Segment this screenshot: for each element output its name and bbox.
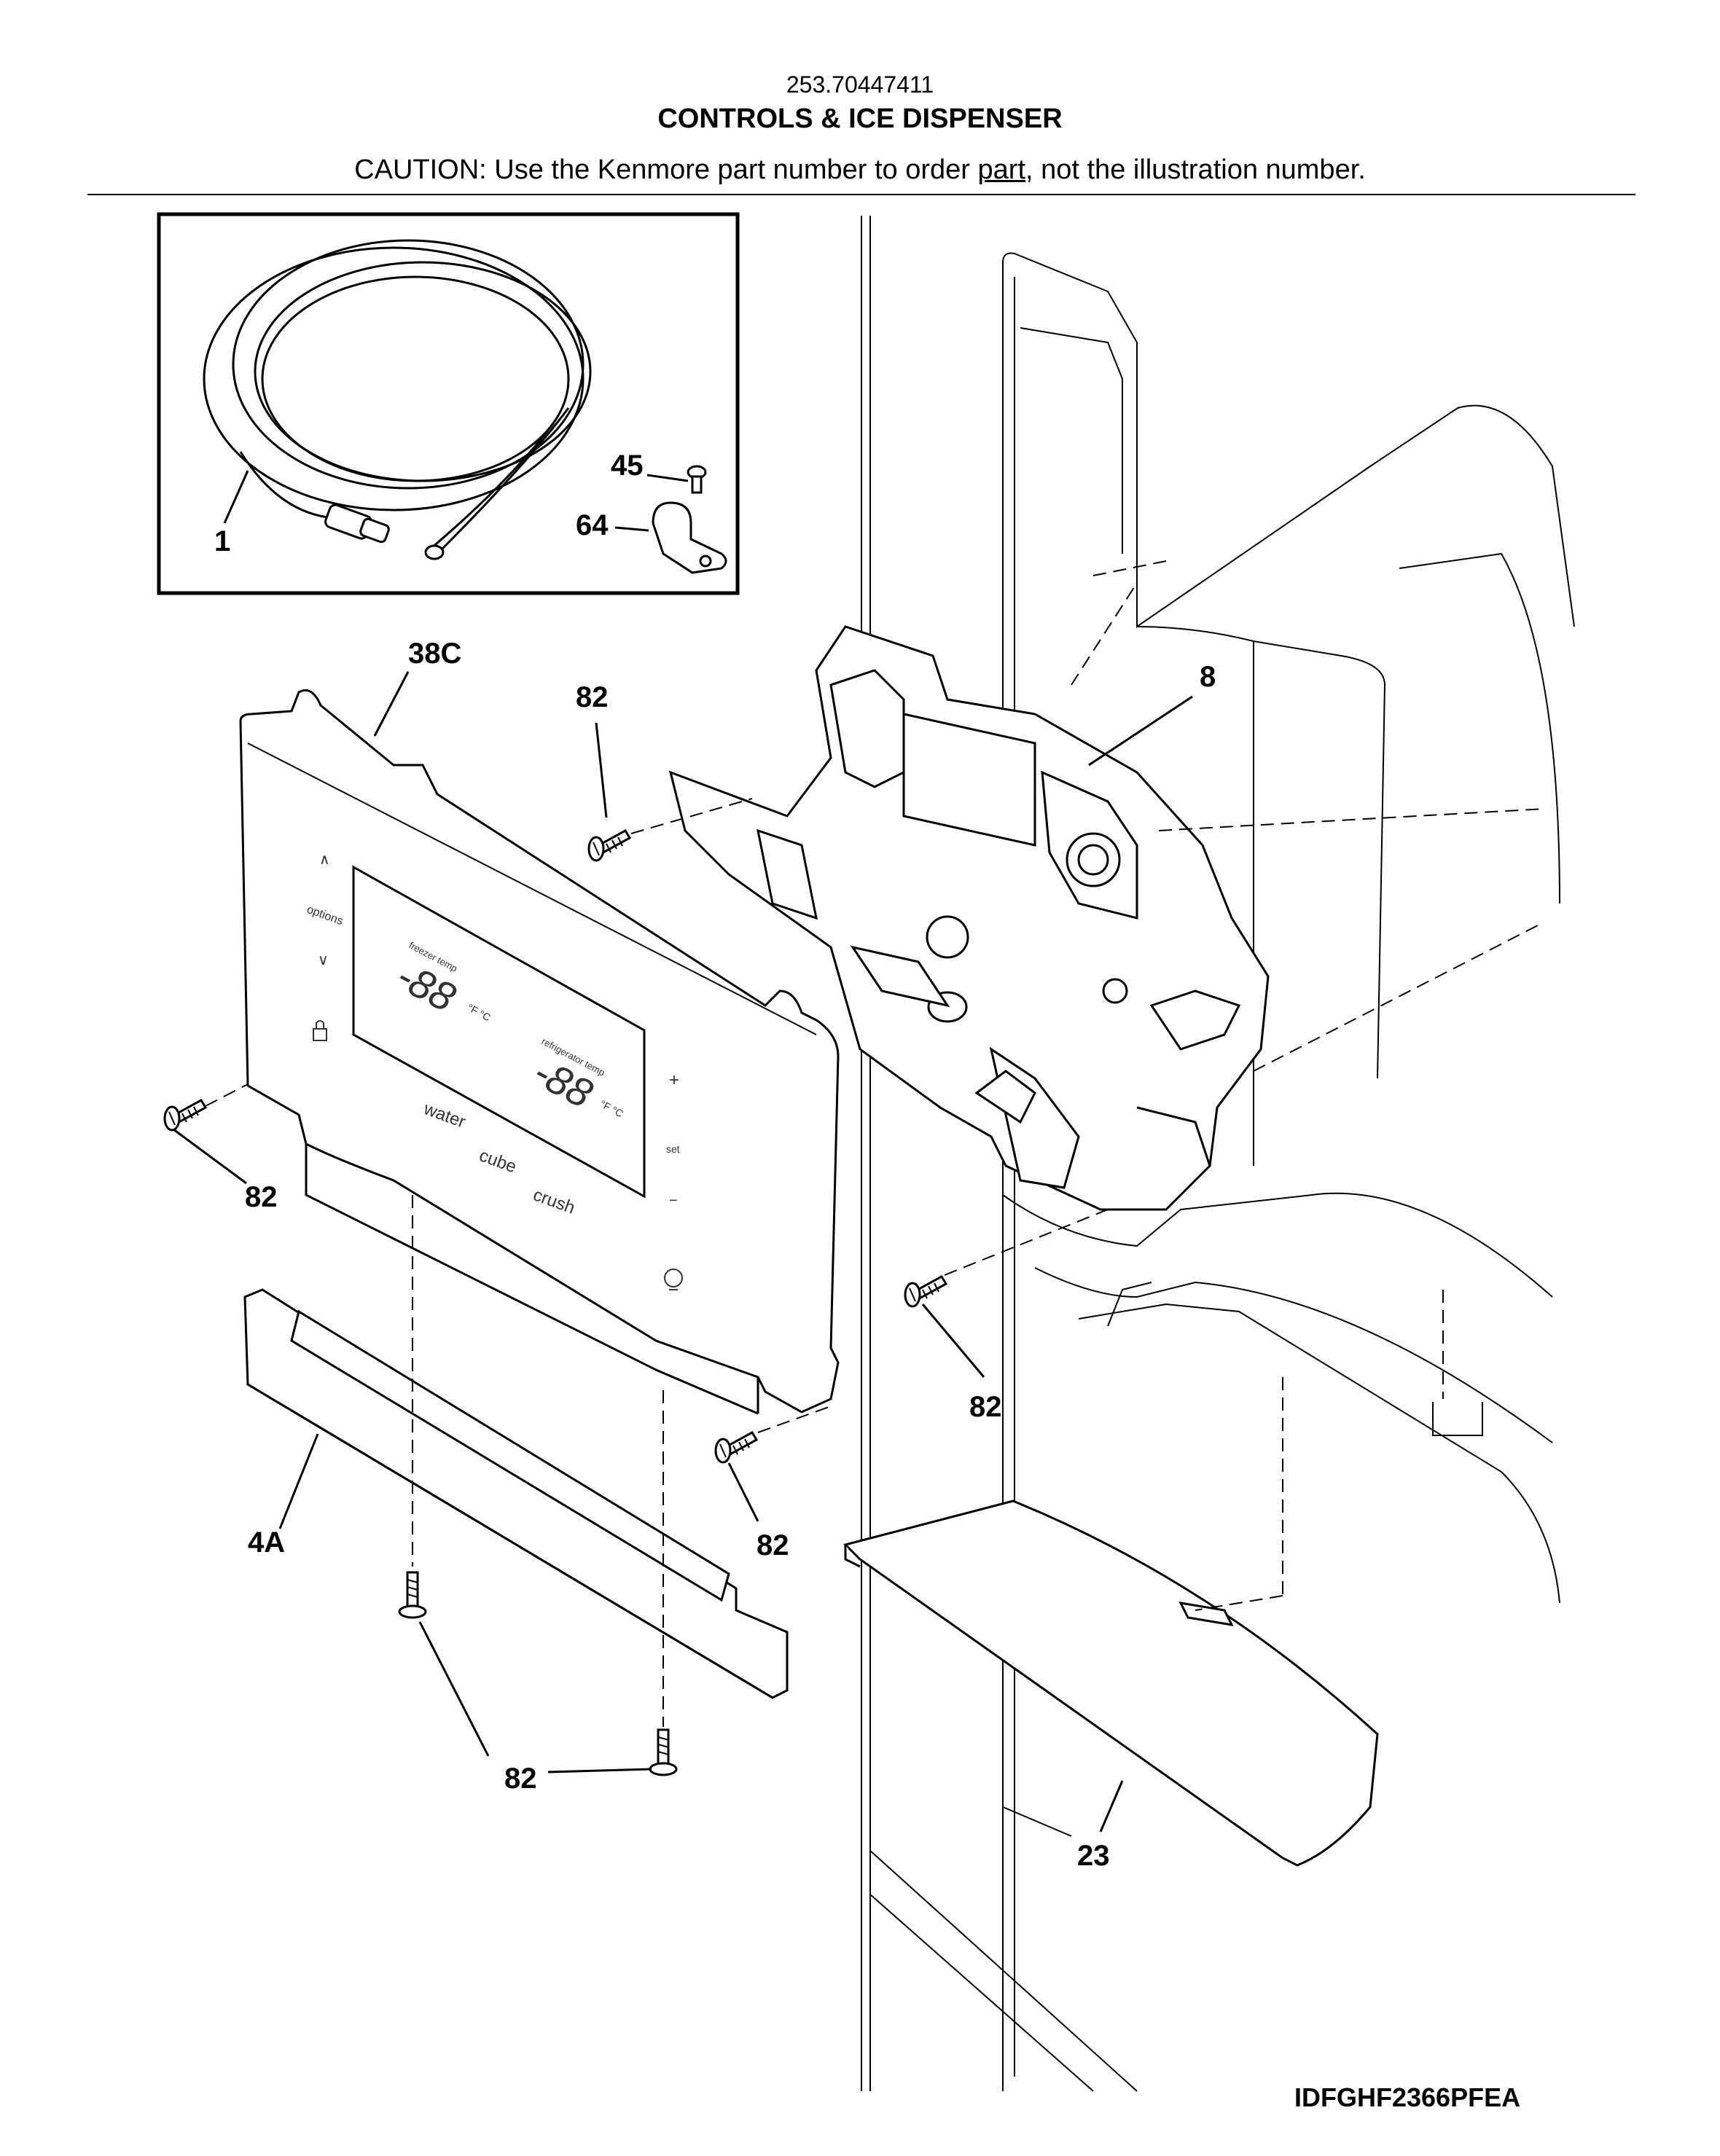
callout-38c: 38C — [408, 638, 461, 670]
refrigerator-door — [861, 216, 1575, 2092]
callout-8: 8 — [1200, 661, 1216, 693]
control-panel-assembly — [239, 689, 840, 1415]
dispenser-trim — [243, 1288, 789, 1699]
callout-1: 1 — [214, 525, 230, 557]
drawing-code: IDFGHF2366PFEA — [1294, 2082, 1521, 2112]
screw-82-bottom-right — [649, 1728, 678, 1776]
callout-82-right: 82 — [969, 1391, 1002, 1423]
drip-tray — [843, 1500, 1379, 1867]
caution-note: CAUTION: Use the Kenmore part number to … — [0, 154, 1720, 186]
model-number: 253.70447411 — [786, 71, 934, 98]
down-arrow-button[interactable]: ∨ — [318, 952, 329, 968]
control-panel-display — [352, 865, 646, 1199]
callout-23: 23 — [1077, 1840, 1110, 1872]
inset-box — [157, 212, 740, 595]
caution-part-link[interactable]: part — [977, 154, 1025, 185]
callout-64: 64 — [576, 509, 609, 541]
lock-icon — [313, 1020, 327, 1041]
light-bulb-icon — [664, 1269, 683, 1290]
screw-82-right — [904, 1275, 947, 1308]
screw-82-top — [587, 829, 631, 862]
alignment-lines — [205, 560, 1546, 1727]
callout-82-left: 82 — [245, 1181, 278, 1213]
up-arrow-button[interactable]: ∧ — [319, 852, 330, 868]
leader-lines — [173, 470, 1193, 1832]
screw-82-left — [163, 1099, 207, 1132]
header-divider — [87, 194, 1635, 195]
mounting-clamp — [652, 501, 727, 574]
callout-82-bottom-center: 82 — [757, 1529, 789, 1561]
callout-labels: 1 45 64 38C 8 82 82 82 82 82 4A 23 — [214, 450, 1216, 1872]
set-button[interactable]: set — [666, 1143, 680, 1155]
minus-button[interactable]: − — [669, 1193, 678, 1209]
screw-45 — [687, 465, 707, 494]
callout-4a: 4A — [248, 1526, 285, 1559]
caution-text-before: CAUTION: Use the Kenmore part number to … — [354, 154, 978, 185]
callout-82-top: 82 — [576, 681, 609, 713]
water-tubing — [203, 239, 592, 560]
screw-82-bottom-left — [398, 1571, 427, 1619]
callout-82-bottom: 82 — [504, 1763, 537, 1795]
plus-button[interactable]: + — [669, 1070, 679, 1090]
callout-45: 45 — [611, 450, 644, 482]
page-title: CONTROLS & ICE DISPENSER — [657, 103, 1063, 134]
caution-text-after: , not the illustration number. — [1025, 154, 1366, 185]
screw-82-bottom-center — [714, 1431, 758, 1464]
dispenser-housing — [668, 625, 1270, 1211]
